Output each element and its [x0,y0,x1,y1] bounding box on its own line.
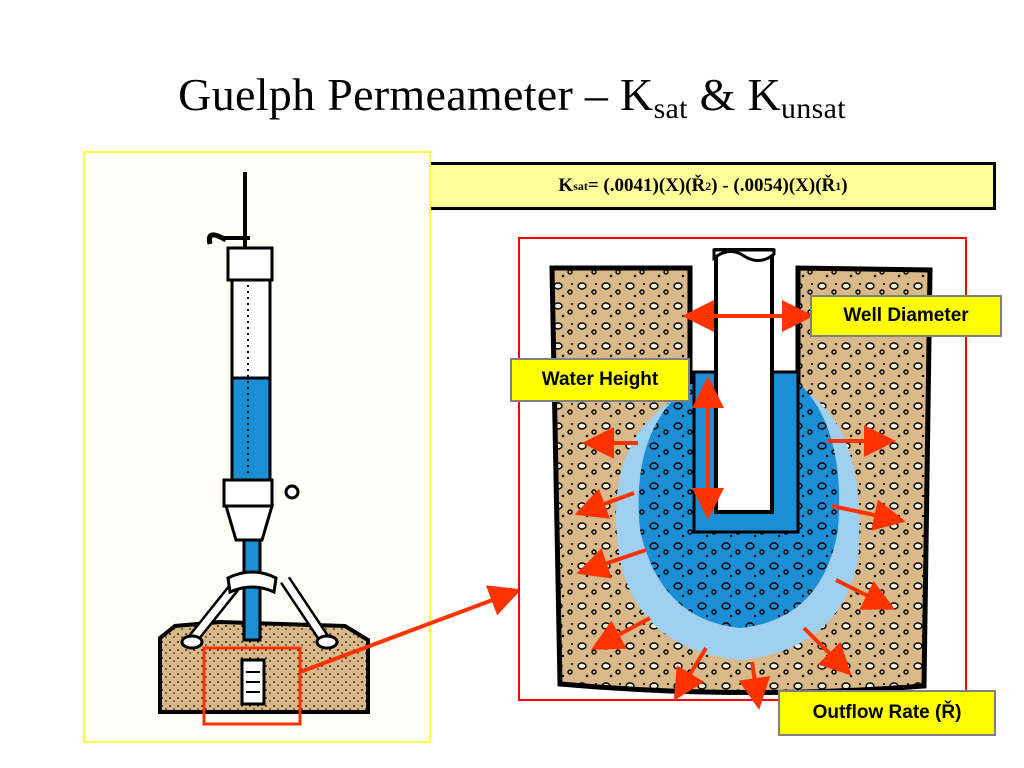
formula-part1: = (.0041)(X)(Ř [587,175,706,196]
well-diameter-label: Well Diameter [810,295,1002,337]
title-main: Guelph Permeameter – K [178,69,654,120]
water-height-label: Water Height [510,358,690,402]
formula-part2: ) - (.0054)(X)(Ř [711,175,836,196]
well-highlight-box [202,646,302,726]
title-sub-unsat: unsat [781,92,846,125]
formula-k: K [558,175,574,196]
outflow-arrows [574,425,906,710]
slide-title: Guelph Permeameter – Ksat & Kunsat [0,68,1024,124]
outflow-rate-label: Outflow Rate (Ř) [778,690,996,736]
zoom-pointer-arrow [299,585,522,674]
formula-part3: ) [841,175,848,196]
title-mid: & K [687,69,781,120]
permeameter-illustration [158,172,370,714]
title-sub-sat: sat [653,92,688,125]
